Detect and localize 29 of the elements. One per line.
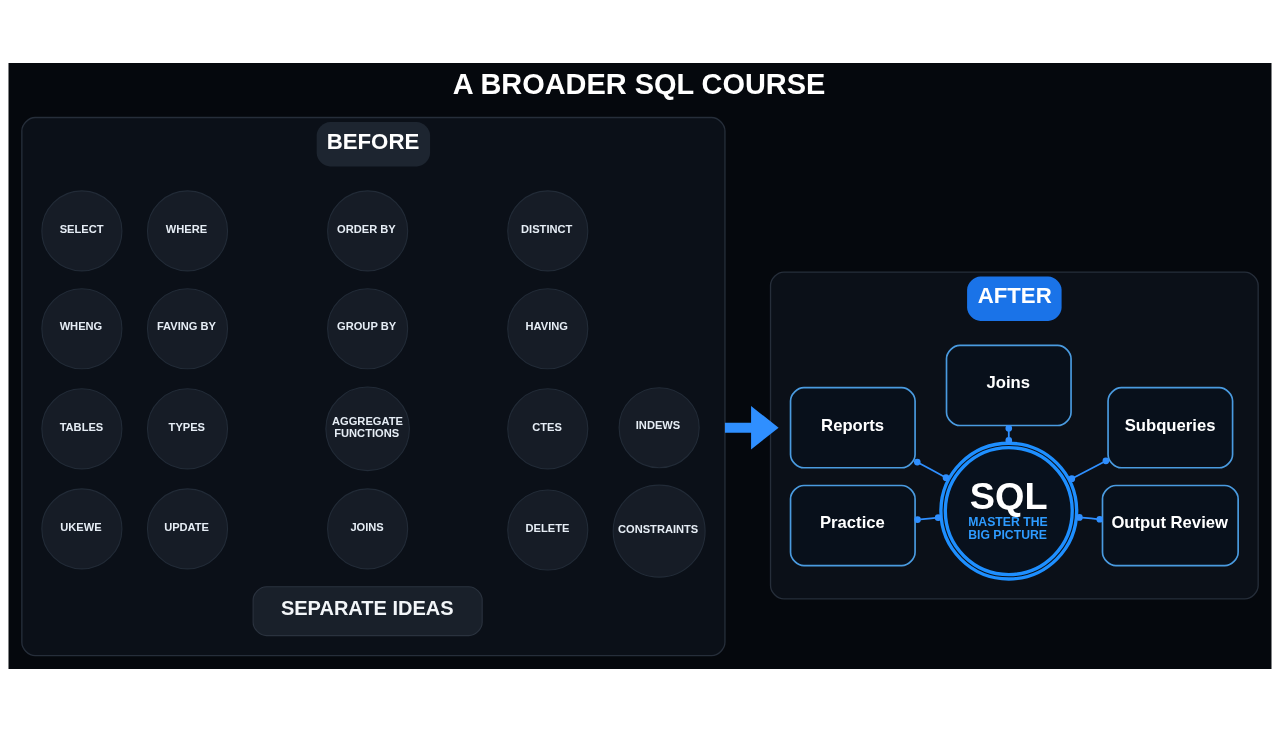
node-box: Reports (789, 386, 916, 469)
node-circle: JOINS (327, 487, 409, 569)
node-circle: GROUP BY (327, 287, 409, 369)
node-circle: INDEWS (618, 386, 700, 468)
node-circle: UPDATE (146, 487, 229, 569)
node-box: Subqueries (1107, 386, 1234, 469)
node-circle: DELETE (507, 488, 589, 571)
diagram-title: A BROADER SQL COURSE (452, 67, 826, 100)
node-circle: CTES (507, 387, 589, 469)
arrow (724, 405, 779, 449)
node-circle: TYPES (146, 387, 229, 469)
node-box: Joins (945, 344, 1072, 426)
node-box: SEPARATE IDEAS (252, 585, 483, 636)
node-circle: WHERE (146, 189, 229, 271)
node-circle: ORDER BY (327, 189, 409, 271)
connector (1068, 457, 1110, 482)
connector (913, 458, 950, 481)
node-circle: UKEWE (41, 487, 123, 569)
node-circle: DISTINCT (507, 189, 589, 271)
node-circle: AGGREGATE FUNCTIONS (325, 386, 410, 471)
connector (914, 513, 942, 523)
node-box: Practice (789, 484, 916, 566)
node-circle: CONSTRAINTS (612, 484, 706, 578)
node-circle: SELECT (41, 189, 123, 271)
node-circle: TABLES (41, 387, 123, 469)
node-circle: FAVING BY (146, 287, 229, 369)
node-circle: WHENG (41, 287, 123, 369)
node-circle: HAVING (507, 287, 589, 369)
node-box: Output Review (1101, 484, 1239, 566)
